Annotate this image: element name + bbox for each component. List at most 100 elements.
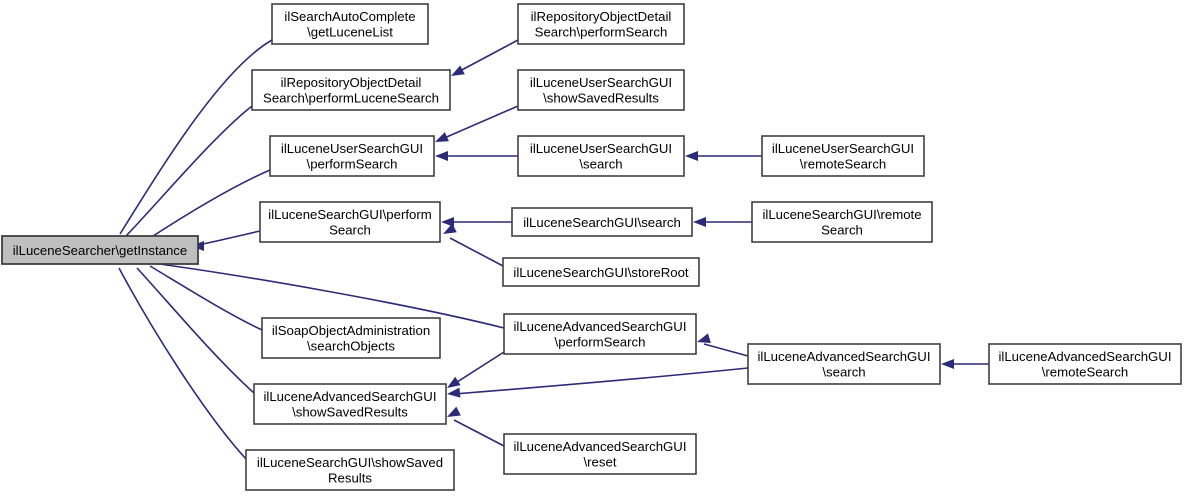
node-box[interactable]	[503, 433, 697, 475]
node-label-line: ilLuceneUserSearchGUI	[530, 141, 672, 156]
node-box[interactable]	[245, 449, 455, 491]
graph-node-autocomplete[interactable]: ilSearchAutoComplete\getLuceneList	[271, 3, 429, 45]
node-label-line: ilLuceneAdvancedSearchGUI	[263, 389, 436, 404]
edge-line	[197, 230, 261, 246]
node-label-line: ilSoapObjectAdministration	[272, 323, 430, 338]
node-box[interactable]	[251, 69, 451, 111]
graph-node-advgui-remote[interactable]: ilLuceneAdvancedSearchGUI\remoteSearch	[988, 343, 1182, 385]
call-edge	[697, 333, 749, 357]
edge-arrowhead	[443, 223, 457, 234]
node-label-line: ilRepositoryObjectDetail	[531, 9, 672, 24]
node-label-line: Search\performSearch	[535, 25, 668, 40]
edge-arrowhead	[693, 217, 706, 227]
call-edge	[435, 151, 518, 161]
call-edge	[693, 217, 752, 227]
edge-line	[125, 105, 253, 237]
graph-node-searchgui-remote[interactable]: ilLuceneSearchGUI\remoteSearch	[751, 201, 933, 243]
node-label-line: \search	[822, 365, 865, 380]
graph-node-root[interactable]: ilLuceneSearcher\getInstance	[1, 235, 199, 265]
edge-line	[453, 419, 505, 447]
graph-node-usergui-showsaved[interactable]: ilLuceneUserSearchGUI\showSavedResults	[517, 69, 685, 111]
call-edge	[451, 39, 519, 76]
call-edge	[119, 105, 253, 253]
edge-line	[449, 237, 504, 267]
node-label-line: \getLuceneList	[307, 25, 393, 40]
node-label-line: \reset	[584, 455, 617, 470]
call-edge	[441, 217, 512, 227]
edge-line	[119, 39, 273, 235]
edge-line	[136, 267, 255, 394]
call-edge	[191, 230, 261, 251]
graph-node-usergui-search[interactable]: ilLuceneUserSearchGUI\search	[517, 135, 685, 177]
graph-node-searchgui-storeroot[interactable]: ilLuceneSearchGUI\storeRoot	[502, 257, 700, 287]
graph-node-rodsearch-perform[interactable]: ilRepositoryObjectDetailSearch\performSe…	[517, 3, 685, 45]
node-label-line: ilLuceneUserSearchGUI	[281, 141, 423, 156]
edge-arrowhead	[435, 132, 449, 142]
node-box[interactable]	[761, 135, 925, 177]
node-box[interactable]	[253, 383, 447, 425]
node-label-line: Results	[328, 471, 372, 486]
call-edge	[447, 367, 749, 398]
node-label-line: \remoteSearch	[800, 157, 887, 172]
call-edge	[447, 406, 505, 447]
node-label-line: ilLuceneSearchGUI\search	[523, 215, 681, 230]
node-label-line: ilRepositoryObjectDetail	[281, 75, 422, 90]
node-label-line: \remoteSearch	[1042, 365, 1129, 380]
node-label-line: \searchObjects	[307, 339, 395, 354]
node-box[interactable]	[511, 207, 693, 237]
edge-line	[118, 267, 247, 460]
graph-node-soap-searchobjects[interactable]: ilSoapObjectAdministration\searchObjects	[261, 317, 441, 359]
edge-arrowhead	[685, 151, 698, 161]
node-box[interactable]	[503, 313, 697, 355]
edge-line	[441, 105, 519, 140]
edge-arrowhead	[447, 387, 461, 398]
node-label-line: \search	[579, 157, 622, 172]
edge-arrowhead	[447, 376, 461, 388]
node-label-line: ilLuceneSearchGUI\storeRoot	[513, 265, 689, 280]
edge-line	[457, 39, 519, 73]
node-box[interactable]	[1, 235, 199, 265]
graph-node-advgui-perform[interactable]: ilLuceneAdvancedSearchGUI\performSearch	[503, 313, 697, 355]
edge-arrowhead	[435, 151, 448, 161]
node-layer: ilLuceneSearcher\getInstance ilSearchAuto…	[1, 3, 1182, 491]
edge-line	[149, 169, 271, 239]
node-box[interactable]	[747, 343, 941, 385]
edge-arrowhead	[697, 333, 711, 343]
node-box[interactable]	[988, 343, 1182, 385]
edge-arrowhead	[941, 359, 954, 369]
node-box[interactable]	[502, 257, 700, 287]
graph-node-advgui-showsaved[interactable]: ilLuceneAdvancedSearchGUI\showSavedResul…	[253, 383, 447, 425]
graph-node-rodsearch-lucene[interactable]: ilRepositoryObjectDetailSearch\performLu…	[251, 69, 451, 111]
call-edge	[113, 39, 273, 248]
node-label-line: ilLuceneAdvancedSearchGUI	[998, 349, 1171, 364]
graph-node-usergui-perform[interactable]: ilLuceneUserSearchGUI\performSearch	[269, 135, 435, 177]
graph-node-advgui-reset[interactable]: ilLuceneAdvancedSearchGUI\reset	[503, 433, 697, 475]
edge-arrowhead	[447, 406, 461, 417]
node-box[interactable]	[269, 135, 435, 177]
node-label-line: ilLuceneSearchGUI\showSaved	[257, 455, 443, 470]
node-box[interactable]	[751, 201, 933, 243]
node-label-line: Search	[329, 223, 371, 238]
edge-line	[149, 265, 263, 331]
node-box[interactable]	[517, 135, 685, 177]
node-box[interactable]	[517, 3, 685, 45]
edge-line	[453, 367, 749, 395]
node-box[interactable]	[261, 317, 441, 359]
edge-line	[453, 351, 505, 385]
node-label-line: ilLuceneUserSearchGUI	[530, 75, 672, 90]
call-edge	[114, 247, 247, 460]
node-box[interactable]	[259, 201, 441, 243]
graph-node-searchgui-perform[interactable]: ilLuceneSearchGUI\performSearch	[259, 201, 441, 243]
graph-node-usergui-remote[interactable]: ilLuceneUserSearchGUI\remoteSearch	[761, 135, 925, 177]
graph-node-searchgui-search[interactable]: ilLuceneSearchGUI\search	[511, 207, 693, 237]
node-label-line: \performSearch	[555, 335, 646, 350]
node-label-line: Search\performLuceneSearch	[263, 91, 439, 106]
node-label-line: ilLuceneAdvancedSearchGUI	[757, 349, 930, 364]
graph-node-searchgui-showsaved[interactable]: ilLuceneSearchGUI\showSavedResults	[245, 449, 455, 491]
call-edge	[131, 248, 255, 394]
node-box[interactable]	[271, 3, 429, 45]
graph-node-advgui-search[interactable]: ilLuceneAdvancedSearchGUI\search	[747, 343, 941, 385]
node-box[interactable]	[517, 69, 685, 111]
node-label-line: ilLuceneSearchGUI\perform	[268, 207, 431, 222]
